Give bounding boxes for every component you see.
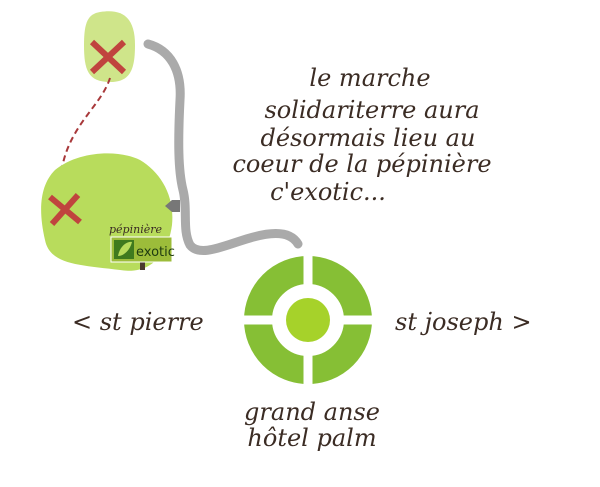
new-location-x-marker xyxy=(48,192,82,227)
message-line: désormais lieu au xyxy=(261,124,476,152)
move-arrow xyxy=(59,77,111,191)
direction-grand-anse: grand anse xyxy=(244,398,380,426)
sign-label-top: pépinière xyxy=(109,223,162,236)
old-location-x-marker xyxy=(89,39,127,75)
message-line: coeur de la pépinière xyxy=(232,150,491,178)
entrance-arrow-icon xyxy=(165,200,180,212)
road xyxy=(143,39,303,256)
sign-post xyxy=(140,260,145,270)
announcement-text: le marche solidariterre aura désormais l… xyxy=(232,64,491,206)
roundabout xyxy=(243,255,373,385)
message-line: solidariterre aura xyxy=(264,96,479,124)
sign-label-brand: exotic xyxy=(136,245,175,260)
direction-hotel-palm: hôtel palm xyxy=(247,424,376,452)
direction-st-pierre: < st pierre xyxy=(72,308,204,336)
direction-st-joseph: st joseph > xyxy=(395,308,532,336)
roundabout-center xyxy=(286,298,330,342)
leaf-icon xyxy=(118,241,132,256)
message-line: le marche xyxy=(309,64,430,92)
message-line: c'exotic... xyxy=(270,178,386,206)
